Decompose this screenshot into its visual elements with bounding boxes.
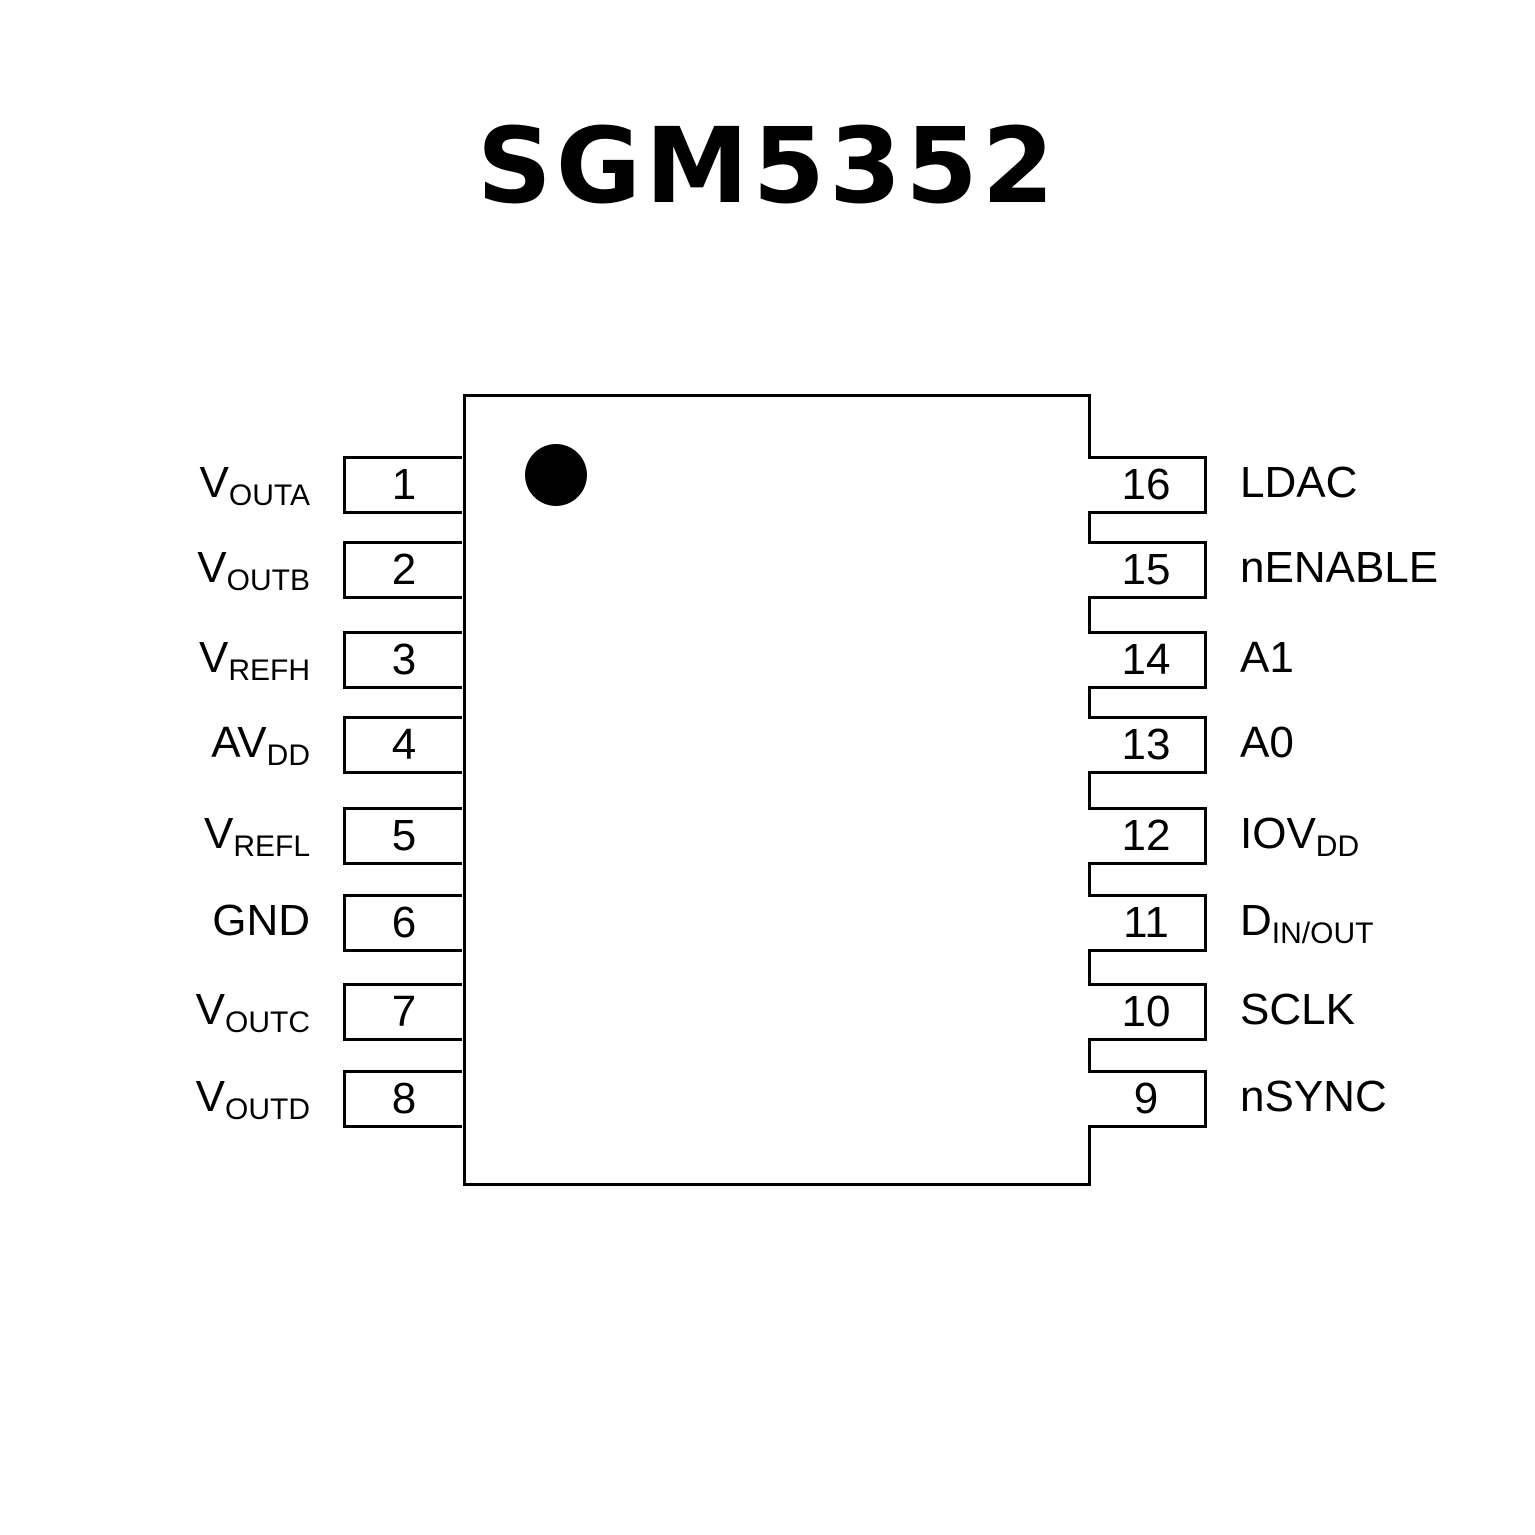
pin-name: V	[195, 1072, 225, 1121]
pin-15-box: 15	[1088, 541, 1207, 599]
pin-name: nENABLE	[1240, 543, 1439, 592]
pin-14-label: A1	[1240, 632, 1294, 684]
pin-name-subscript: OUTC	[225, 1006, 310, 1039]
pin-2-label: VOUTB	[197, 542, 310, 597]
pin-name: V	[197, 543, 227, 592]
pin-name-subscript: OUTA	[228, 479, 310, 512]
pin-name: V	[198, 633, 229, 682]
pin-name: A0	[1240, 718, 1294, 767]
pin-4-label: AVDD	[211, 717, 310, 772]
pin-9-box: 9	[1088, 1070, 1207, 1128]
pin-13-label: A0	[1240, 717, 1294, 769]
pin-9-label: nSYNC	[1240, 1071, 1387, 1123]
pin-name: IOV	[1240, 809, 1316, 858]
pin-name-subscript: DD	[266, 739, 310, 772]
pin-8-label: VOUTD	[195, 1071, 310, 1126]
pin-6-label: GND	[212, 895, 310, 947]
pin-14-box: 14	[1088, 631, 1207, 689]
pin-name-subscript: DD	[1315, 830, 1360, 863]
pin-3-box: 3	[343, 631, 462, 689]
pin-3-label: VREFH	[198, 632, 310, 687]
pin-name: A1	[1240, 633, 1294, 682]
pin-11-box: 11	[1088, 894, 1207, 952]
pin-name: nSYNC	[1240, 1072, 1387, 1121]
pin-name: GND	[212, 896, 310, 945]
pin-16-box: 16	[1088, 456, 1207, 514]
pin-10-box: 10	[1088, 983, 1207, 1041]
pin-12-label: IOVDD	[1240, 808, 1360, 863]
pin-name-subscript: OUTD	[225, 1093, 310, 1126]
pin-2-box: 2	[343, 541, 462, 599]
pin-7-box: 7	[343, 983, 462, 1041]
pin-name: LDAC	[1240, 458, 1358, 507]
pin-1-box: 1	[343, 456, 462, 514]
pin-1-label: VOUTA	[199, 457, 310, 512]
pin-name: V	[203, 809, 234, 858]
pin-16-label: LDAC	[1240, 457, 1357, 509]
pin-name-subscript: REFH	[228, 654, 310, 687]
pin-12-box: 12	[1088, 807, 1207, 865]
pin-5-label: VREFL	[203, 808, 310, 863]
pin-7-label: VOUTC	[195, 984, 310, 1039]
pin-8-box: 8	[343, 1070, 462, 1128]
pin-name-subscript: OUTB	[226, 564, 310, 597]
pin-5-box: 5	[343, 807, 462, 865]
chip-title: SGM5352	[476, 105, 1059, 227]
pin-name: V	[199, 458, 229, 507]
pin-10-label: SCLK	[1240, 984, 1355, 1036]
pin-name: AV	[211, 718, 267, 767]
chip-body	[463, 394, 1091, 1186]
pin-name: SCLK	[1240, 985, 1355, 1034]
pin1-indicator-dot	[525, 444, 587, 506]
pin-name: V	[195, 985, 225, 1034]
pin-15-label: nENABLE	[1240, 542, 1438, 594]
pin-4-box: 4	[343, 716, 462, 774]
pin-13-box: 13	[1088, 716, 1207, 774]
pin-11-label: DIN/OUT	[1240, 895, 1374, 950]
pin-name: D	[1240, 896, 1272, 945]
pin-name-subscript: IN/OUT	[1271, 917, 1374, 950]
pin-6-box: 6	[343, 894, 462, 952]
pin-name-subscript: REFL	[233, 830, 310, 863]
